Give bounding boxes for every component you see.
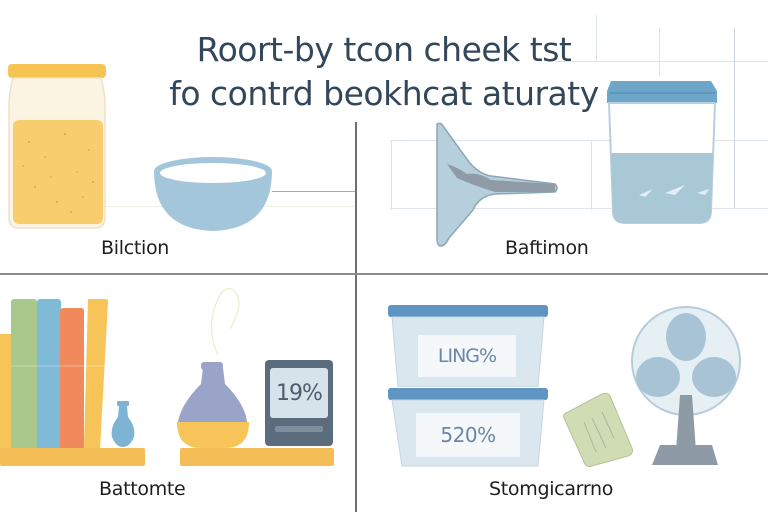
background-grid-line [391,140,392,210]
diffuser-mist [200,285,250,357]
background-grid-line [591,140,592,210]
diffuser-icon [175,362,251,448]
bin-label-bottom-text: 520% [440,423,496,447]
books-icon [0,298,112,450]
bin-label-bottom: 520% [416,413,520,457]
panel-label: Stomgicarrno [489,478,614,500]
page-title: Roort-by tcon cheek tst fo contrd beokhc… [0,28,768,116]
vertical-divider [355,122,357,512]
hygrometer-screen: 19% [270,368,328,418]
hygrometer-icon: 19% [265,360,333,446]
background-grid-line [596,15,597,61]
bowl-icon [152,153,274,233]
bin-label-top: LING% [418,335,516,377]
panel-label: Battomte [99,478,186,500]
water-container-icon [605,79,719,225]
jar-icon [5,62,107,230]
background-grid-line [390,208,768,209]
title-line-1: Roort-by tcon cheek tst [196,30,572,69]
panel-label: Baftimon [505,237,589,259]
horizontal-divider [0,273,768,275]
panel-label: Bilction [101,237,170,259]
wall-vent-icon [435,122,561,250]
bin-label-top-text: LING% [437,345,497,367]
fan-icon [630,305,742,465]
background-grid-line [734,28,735,208]
left-shelf [0,448,145,466]
desiccant-pack-icon [562,392,634,468]
bowl-shelf-line [272,191,355,192]
hygrometer-reading: 19% [276,380,323,406]
small-vase-icon [110,401,136,449]
background-grid-line [390,140,768,141]
background-grid-line [555,61,768,62]
right-shelf [180,448,334,466]
hygrometer-lower-display [275,426,323,432]
title-line-2: fo contrd beokhcat aturaty [169,74,599,113]
background-grid-line [659,28,660,76]
